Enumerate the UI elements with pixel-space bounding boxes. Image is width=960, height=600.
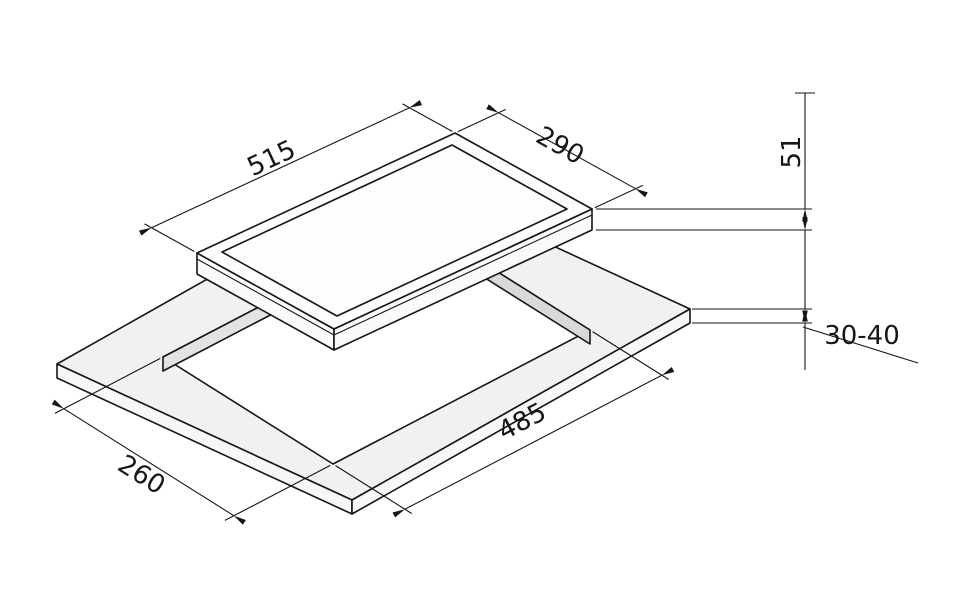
dimension-worktop-thickness: 30-40 <box>692 308 919 364</box>
dimension-line <box>138 99 423 236</box>
dim-label-hob-height: 51 <box>777 135 807 168</box>
dimension-line <box>392 366 675 518</box>
dimension-line <box>51 399 246 525</box>
dim-label-worktop-thickness: 30-40 <box>824 321 900 351</box>
dim-label-cutout-width: 260 <box>112 449 170 501</box>
dimension-line <box>486 104 648 198</box>
burner-cross-front <box>299 227 391 279</box>
extension-line <box>402 103 453 132</box>
dim-label-hob-depth: 290 <box>531 121 589 171</box>
leader-line <box>802 326 919 364</box>
extension-line <box>594 184 644 209</box>
dim-label-hob-width: 515 <box>243 135 301 183</box>
hob-rim-lip-line <box>196 214 593 336</box>
dimension-hob-height: 51 <box>596 92 815 370</box>
